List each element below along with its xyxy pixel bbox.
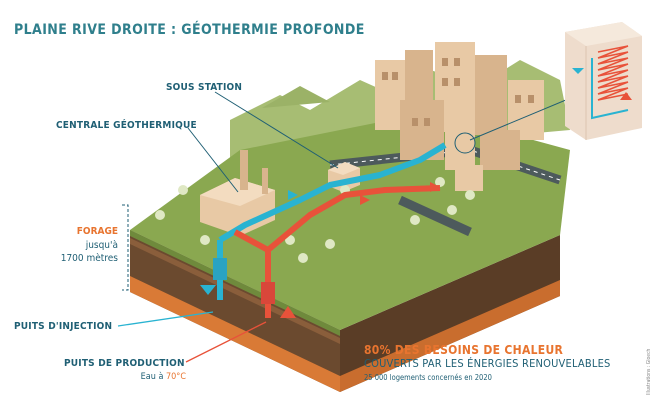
label-production-sub: Eau à 70°C (92, 372, 186, 382)
inset-panel (565, 22, 642, 140)
page-title: PLAINE RIVE DROITE : GÉOTHERMIE PROFONDE (14, 22, 365, 38)
production-temp: 70°C (165, 372, 186, 382)
city-buildings (375, 42, 544, 191)
label-puits-production: PUITS DE PRODUCTION (64, 358, 185, 369)
right-arrow-icon (360, 195, 370, 205)
right-arrow-icon-2 (430, 182, 440, 192)
illustration-credit: Illustrations : Gloech (646, 348, 652, 395)
up-arrow-icon (280, 306, 296, 318)
label-puits-injection: PUITS D'INJECTION (14, 321, 113, 332)
stat-line1: 80% DES BESOINS DE CHALEUR (364, 343, 564, 357)
stat-line3: 25 000 logements concernés en 2020 (364, 373, 492, 382)
inset-up-arrow-icon (620, 92, 632, 100)
production-pump (261, 282, 275, 304)
soil-right-orange (340, 280, 560, 392)
radiator-return-pipe (591, 58, 629, 120)
highlight-circle (454, 132, 476, 154)
inset-down-arrow-icon (572, 68, 584, 74)
down-arrow-icon (200, 285, 216, 295)
label-forage-line2: 1700 mètres (60, 253, 118, 264)
label-forage-title: FORAGE (76, 226, 118, 237)
label-sous-station: SOUS STATION (166, 82, 243, 93)
label-centrale: CENTRALE GÉOTHERMIQUE (56, 120, 197, 131)
leader-centrale (187, 127, 239, 193)
leader-production (185, 321, 267, 363)
production-sub-prefix: Eau à (140, 372, 166, 382)
label-forage-line1: jusqu'à (85, 240, 118, 251)
radiator-coil (597, 45, 629, 101)
forage-bracket (122, 204, 129, 291)
soil-orange-layer (130, 276, 340, 392)
road-2 (398, 195, 472, 237)
leader-injection (117, 311, 214, 327)
leader-sous-station (214, 91, 339, 169)
stat-line2: COUVERTS PAR LES ÉNERGIES RENOUVELABLES (364, 357, 611, 370)
injection-pump (213, 258, 227, 280)
hill-peak (262, 86, 330, 108)
left-arrow-icon (288, 190, 298, 200)
